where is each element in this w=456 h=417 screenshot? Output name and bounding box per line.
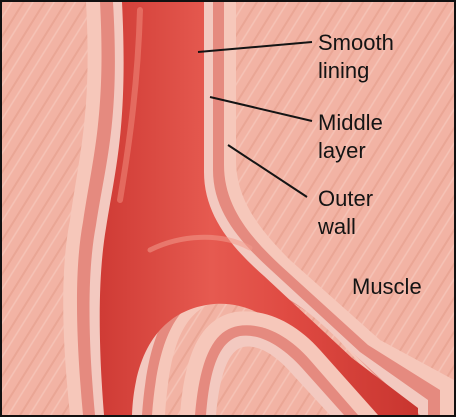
smooth-lining-label-line1: Smooth — [318, 30, 394, 55]
middle-layer-label-line2: layer — [318, 138, 366, 163]
outer-wall-label-line1: Outer — [318, 186, 373, 211]
muscle-label: Muscle — [352, 274, 422, 299]
smooth-lining-label-line2: lining — [318, 58, 369, 83]
middle-layer-label-line1: Middle — [318, 110, 383, 135]
outer-wall-label-line2: wall — [317, 214, 356, 239]
